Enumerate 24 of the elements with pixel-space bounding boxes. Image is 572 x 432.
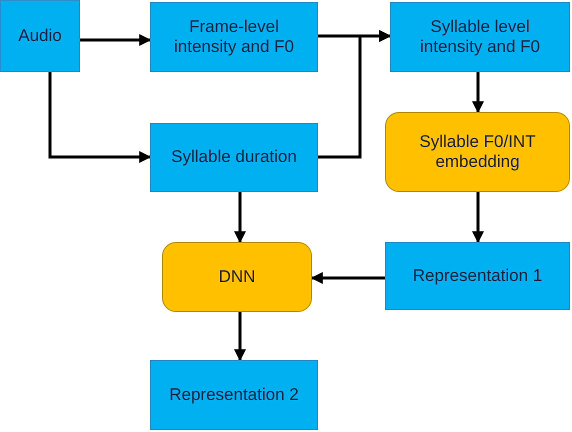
process-box: [150, 360, 318, 430]
arrow: [80, 34, 152, 46]
arrow: [310, 272, 385, 284]
node-label: Frame-level intensity and F0: [172, 16, 295, 58]
node-label: Audio: [18, 26, 62, 46]
node-label: Representation 2: [169, 384, 299, 406]
arrow: [234, 312, 246, 362]
rounded-process-box: [385, 112, 570, 192]
arrow: [234, 192, 246, 244]
arrow: [318, 30, 392, 158]
arrow: [48, 72, 152, 163]
node-label: Syllable level intensity and F0: [418, 16, 541, 58]
node-label: DNN: [218, 266, 256, 288]
node-label: Syllable F0/INT embedding: [418, 132, 537, 172]
process-box: [0, 0, 80, 72]
node-label: Syllable duration: [171, 147, 297, 168]
rounded-process-box: [162, 242, 312, 312]
process-box: [390, 2, 570, 72]
node-label: Representation 1: [412, 266, 542, 286]
process-box: [150, 2, 318, 72]
process-box: [150, 123, 318, 192]
arrow: [472, 72, 484, 114]
process-box: [385, 242, 570, 310]
arrow: [472, 192, 484, 244]
